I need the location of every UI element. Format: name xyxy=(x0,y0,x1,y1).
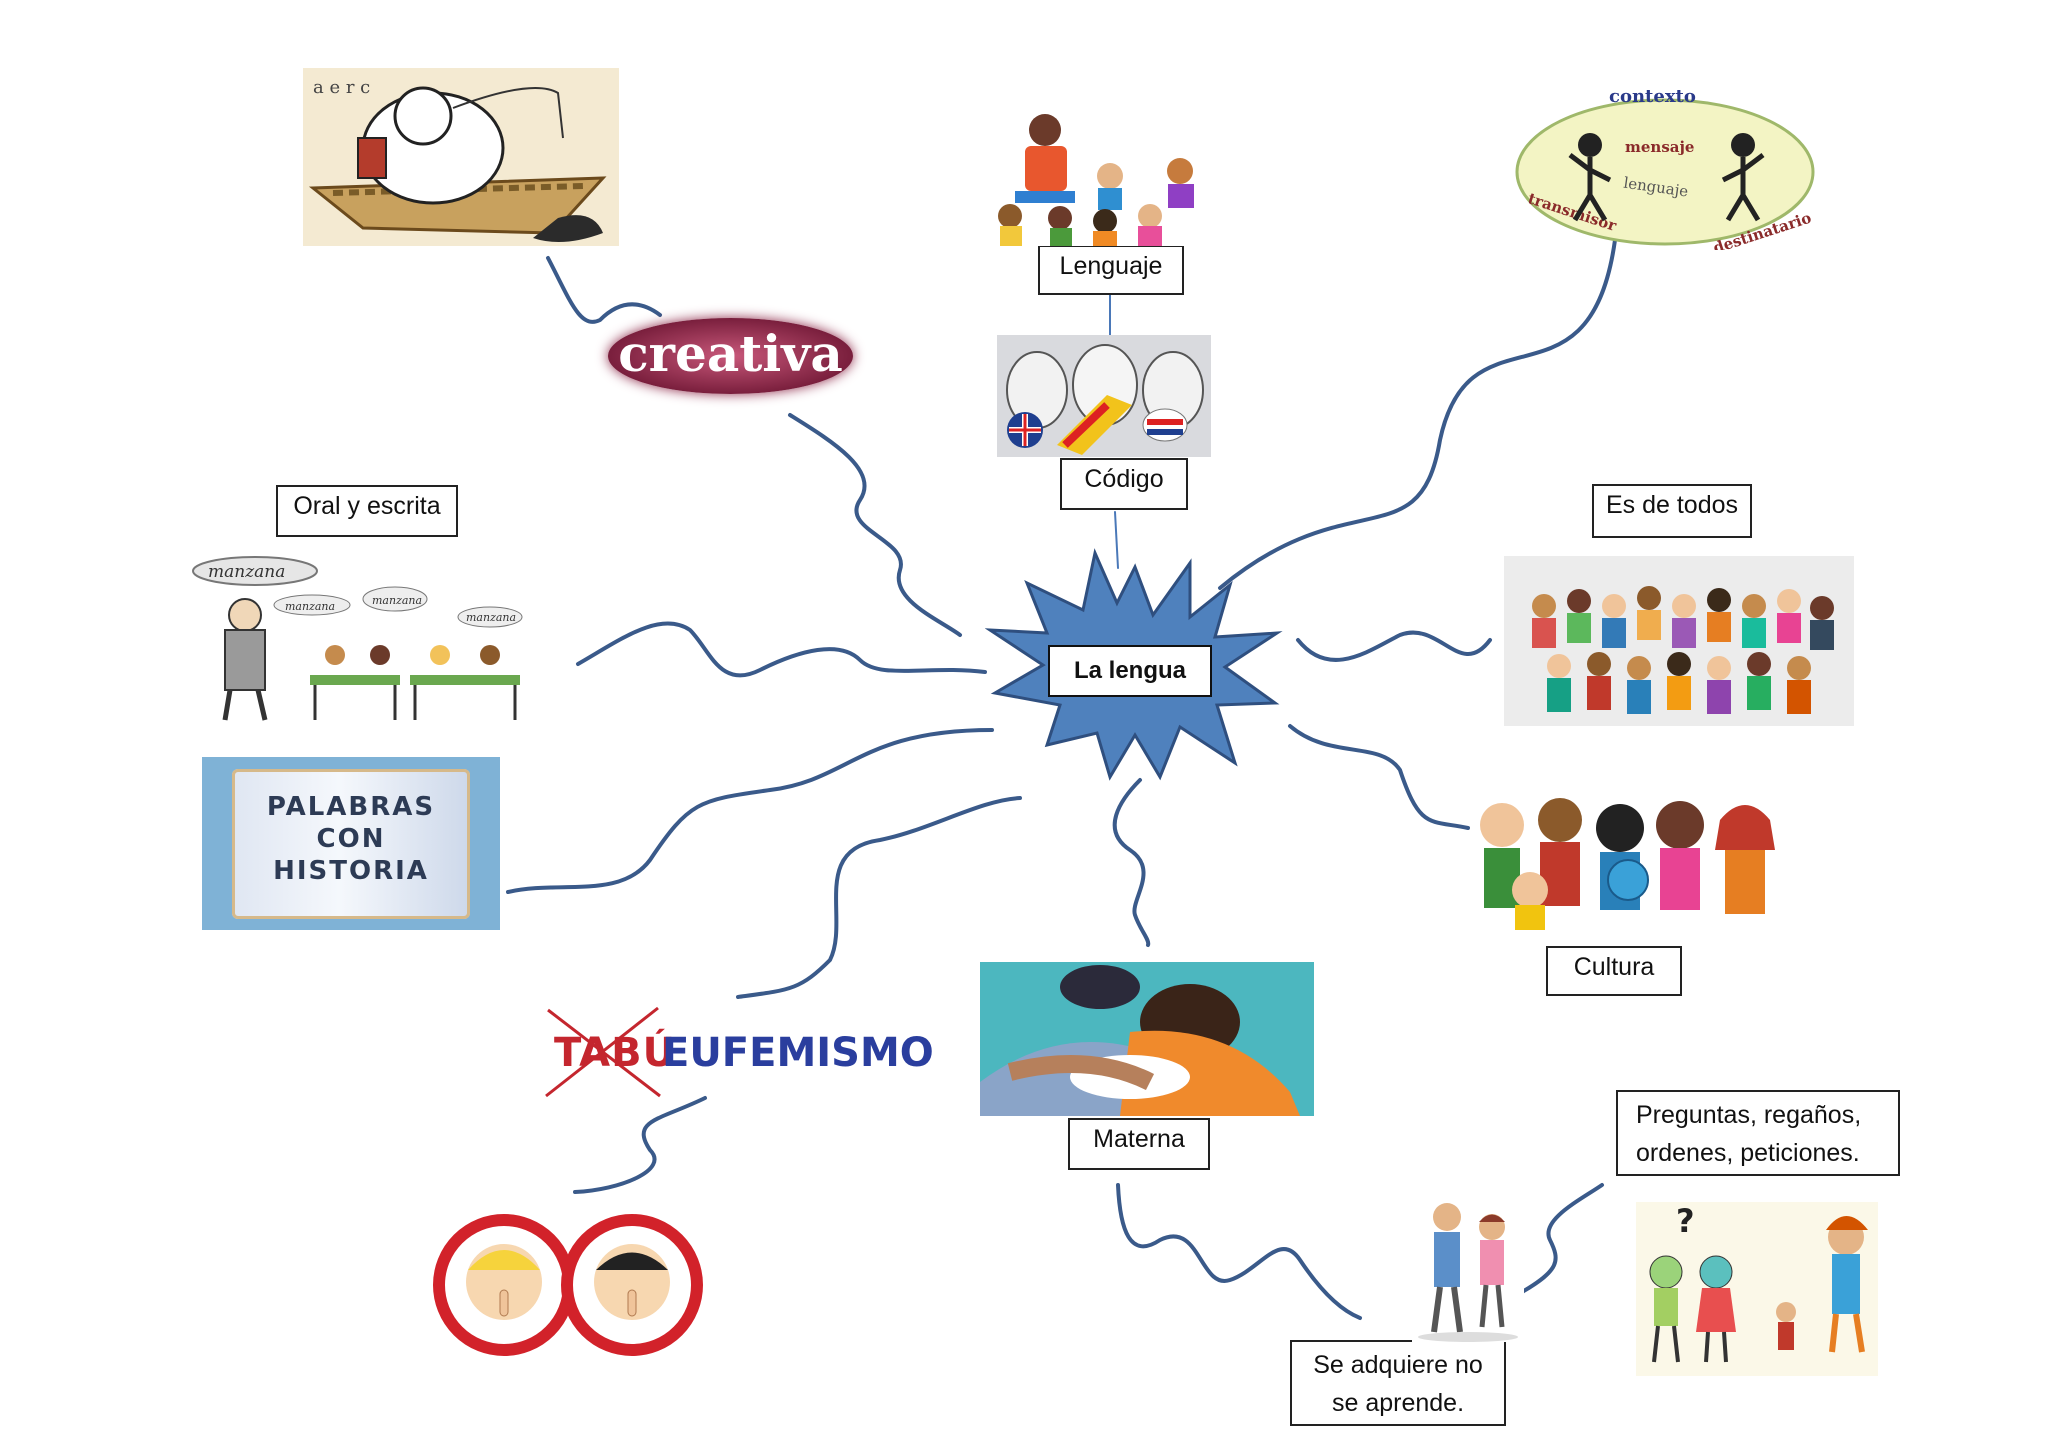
creativa-badge: creativa xyxy=(608,318,853,394)
fisherman-reading-image: a e r c xyxy=(303,68,619,246)
se-adquiere-line2: se aprende. xyxy=(1331,1389,1465,1417)
center-label: La lengua xyxy=(1048,645,1212,697)
node-codigo: Código xyxy=(1060,458,1188,510)
family-arguing-image xyxy=(1412,1192,1524,1342)
se-adquiere-line1: Se adquiere no xyxy=(1313,1351,1483,1379)
link-creativa-center xyxy=(788,413,962,637)
eufemismo-text: EUFEMISMO xyxy=(662,1030,934,1076)
node-es-de-todos: Es de todos xyxy=(1592,484,1752,538)
link-cultura xyxy=(1288,724,1470,830)
manzana-bubble-text: manzana xyxy=(208,562,285,582)
link-es-de-todos xyxy=(1296,630,1492,662)
link-adquiere-preguntas xyxy=(1520,1183,1604,1294)
svg-text:a e r c: a e r c xyxy=(313,77,370,98)
silence-children-image xyxy=(433,1214,703,1356)
node-se-adquiere: Se adquiere no se aprende. xyxy=(1290,1340,1506,1426)
node-preguntas: Preguntas, regaños, ordenes, peticiones. xyxy=(1616,1090,1900,1176)
tabu-text: TABÚ xyxy=(554,1030,677,1076)
tabu-cross-icon xyxy=(545,1006,661,1098)
palabras-con-historia-text: PALABRAS CON HISTORIA xyxy=(266,792,436,886)
communication-context-image: contexto mensaje lenguaje transmisor des… xyxy=(1515,86,1815,250)
manzana-small-1: manzana xyxy=(285,600,335,613)
preguntas-line2: ordenes, peticiones. xyxy=(1636,1139,1860,1167)
link-creativa-top xyxy=(546,256,662,324)
link-tabu xyxy=(736,796,1022,999)
cultural-children-image xyxy=(1470,790,1782,930)
link-palabras xyxy=(506,728,994,894)
mother-baby-image xyxy=(980,962,1314,1116)
codigo-flags-image xyxy=(997,335,1211,457)
link-contexto xyxy=(1218,238,1617,590)
question-mark-icon: ? xyxy=(1676,1202,1695,1240)
scroll-shape: PALABRAS CON HISTORIA xyxy=(232,769,470,919)
creativa-text: creativa xyxy=(618,324,843,383)
node-materna: Materna xyxy=(1068,1118,1210,1170)
tabu-eufemismo-image: TABÚ EUFEMISMO xyxy=(540,1000,934,1100)
node-oral-escrita: Oral y escrita xyxy=(276,485,458,537)
diverse-crowd-image xyxy=(1504,556,1854,726)
children-reading-image xyxy=(985,106,1215,246)
manzana-small-2: manzana xyxy=(372,594,422,607)
link-codigo-center xyxy=(1114,511,1119,569)
link-materna-adquiere xyxy=(1116,1183,1362,1320)
palabras-con-historia-image: PALABRAS CON HISTORIA xyxy=(202,757,500,930)
manzana-small-3: manzana xyxy=(466,611,516,624)
contexto-text: contexto xyxy=(1609,86,1696,107)
link-oral xyxy=(576,621,987,678)
questions-kids-image: ? xyxy=(1636,1202,1878,1376)
manzana-classroom-image: manzana manzana manzana manzana xyxy=(190,555,530,725)
link-materna-center xyxy=(1112,778,1151,947)
node-cultura: Cultura xyxy=(1546,946,1682,996)
preguntas-line1: Preguntas, regaños, xyxy=(1636,1101,1862,1129)
mensaje-text: mensaje xyxy=(1625,138,1694,156)
node-lenguaje: Lenguaje xyxy=(1038,245,1184,295)
link-tabu-circles xyxy=(573,1096,707,1194)
